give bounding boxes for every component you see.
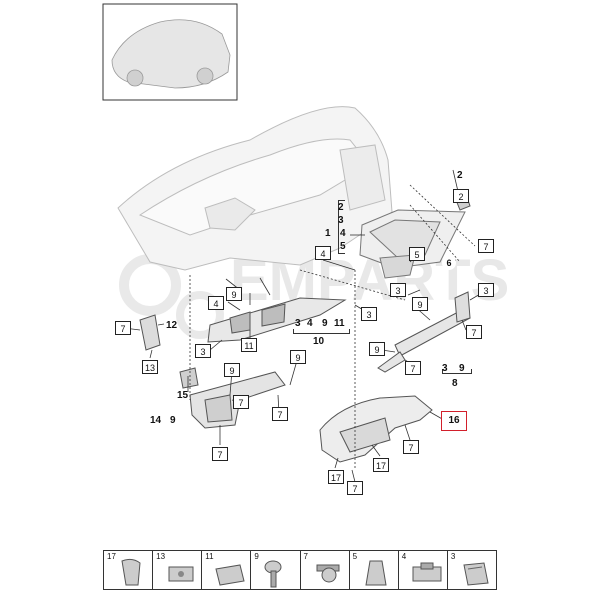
spring-clip-icon	[463, 562, 489, 586]
callout-box[interactable]: 2	[453, 189, 469, 203]
fastener-legend: 17 13 11 9 7 5 4 3	[103, 550, 497, 590]
callout-box[interactable]: 9	[369, 342, 385, 356]
callout-box[interactable]: 7	[403, 440, 419, 454]
part-number-label: 2	[338, 202, 344, 213]
legend-cell[interactable]: 4	[399, 551, 448, 589]
part-number-label: 3	[295, 318, 301, 329]
group-bracket-8	[442, 369, 472, 374]
part-number-label: 5	[340, 241, 346, 252]
legend-cell[interactable]: 9	[251, 551, 301, 589]
callout-box[interactable]: 11	[241, 338, 257, 352]
legend-cell[interactable]: 17	[104, 551, 154, 589]
callout-box[interactable]: 9	[224, 363, 240, 377]
part-number-label: 3	[338, 215, 344, 226]
highlighted-part-16[interactable]: 16	[441, 411, 467, 431]
screw-icon	[264, 560, 282, 588]
callout-box[interactable]: 7	[347, 481, 363, 495]
rail-bracket	[454, 291, 471, 323]
clip-icon	[121, 558, 141, 586]
part-number-label: 8	[452, 378, 458, 389]
side-rail	[377, 309, 471, 373]
callout-box[interactable]: 17	[328, 470, 344, 484]
callout-box[interactable]: 9	[412, 297, 428, 311]
callout-box[interactable]: 7	[466, 325, 482, 339]
part-number-label: 9	[170, 415, 176, 426]
callout-box[interactable]: 5	[409, 247, 425, 261]
callout-box[interactable]: 7	[272, 407, 288, 421]
part-number-label: 15	[177, 390, 189, 401]
callout-box[interactable]: 13	[142, 360, 158, 374]
lower-trim-panel	[207, 297, 347, 343]
callout-box[interactable]: 3	[195, 344, 211, 358]
callout-box[interactable]: 3	[361, 307, 377, 321]
callout-box[interactable]: 3	[478, 283, 494, 297]
expansion-clip-icon	[365, 560, 387, 586]
small-bracket	[139, 314, 161, 351]
callout-box[interactable]: 7	[405, 361, 421, 375]
legend-cell[interactable]: 13	[153, 551, 203, 589]
group-bracket-1-5	[338, 200, 345, 254]
callout-box[interactable]: 4	[208, 296, 224, 310]
legend-cell[interactable]: 11	[202, 551, 252, 589]
connector-part	[179, 367, 199, 389]
part-number-label: 4	[340, 228, 346, 239]
retainer-icon	[412, 562, 442, 582]
control-unit	[359, 209, 466, 279]
legend-cell[interactable]: 5	[350, 551, 399, 589]
car-thumbnail-icon	[111, 19, 231, 89]
part-number-label: 12	[166, 320, 178, 331]
part-number-label: 14	[150, 415, 162, 426]
part-number-label: 2	[457, 170, 463, 181]
glovebox-part	[319, 395, 433, 463]
leader-lines	[189, 184, 476, 470]
part-number-label: 10	[313, 336, 325, 347]
dashboard-assembly	[117, 106, 393, 271]
group-bracket-10	[293, 329, 350, 334]
part-number-label: 9	[322, 318, 328, 329]
legend-cell[interactable]: 3	[448, 551, 496, 589]
part-number-label: 1	[325, 228, 331, 239]
callout-box[interactable]: 3	[390, 283, 406, 297]
callout-box[interactable]: 17	[373, 458, 389, 472]
part-number-label: 4	[307, 318, 313, 329]
callout-box[interactable]: 4	[315, 246, 331, 260]
nut-clip-icon	[168, 566, 194, 582]
callout-box[interactable]: 9	[290, 350, 306, 364]
part-number-label: 9	[459, 363, 465, 374]
callout-box[interactable]: 9	[226, 287, 242, 301]
part-number-label: 3	[442, 363, 448, 374]
part-number-label: 11	[334, 318, 345, 329]
speed-nut-icon	[215, 564, 245, 586]
callout-box[interactable]: 7	[115, 321, 131, 335]
callout-box[interactable]: 7	[478, 239, 494, 253]
legend-cell[interactable]: 7	[301, 551, 350, 589]
bolt-icon	[316, 564, 339, 583]
callout-box[interactable]: 7	[233, 395, 249, 409]
callout-box[interactable]: 7	[212, 447, 228, 461]
callout-box[interactable]: 6	[442, 256, 456, 270]
